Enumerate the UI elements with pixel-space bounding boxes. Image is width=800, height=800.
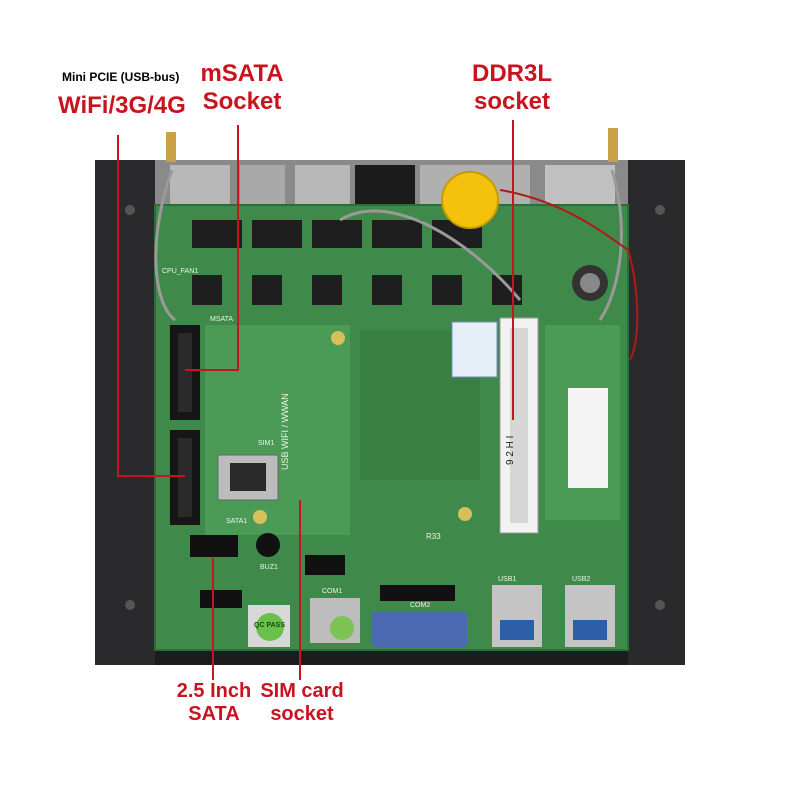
msata-label-line1: mSATA [200, 60, 284, 87]
com2-mark: COM2 [410, 602, 431, 609]
msata-label-line2: Socket [202, 87, 282, 115]
dimm-mark: 9 2 H I [505, 435, 516, 465]
wifi-3g-4g-label: WiFi/3G/4G [58, 92, 186, 119]
ddr3l-label-line1: DDR3L [471, 60, 552, 87]
sim-card-label: SIM card socket [252, 680, 352, 726]
antenna-right [608, 128, 618, 162]
qc-pass-sticker [256, 613, 284, 641]
com1-mark: COM1 [322, 588, 343, 595]
buz-mark: BUZ1 [260, 564, 278, 571]
mini-pcie-label: Mini PCIE (USB-bus) [62, 70, 180, 84]
antenna-left [166, 132, 176, 162]
chassis-left-fins [95, 160, 155, 665]
cpu-fan-mark: CPU_FAN1 [162, 268, 199, 275]
sim-mark: SIM1 [258, 440, 275, 447]
sata-mark: SATA1 [226, 518, 248, 525]
usb1-mark: USB1 [498, 576, 517, 583]
usb-wifi-mark: USB WIFI / WWAN [280, 393, 290, 470]
r33-mark: R33 [426, 532, 441, 541]
cmos-battery [441, 171, 499, 229]
msata-label: mSATA Socket [196, 60, 288, 115]
com-port [372, 612, 467, 647]
sata-connector [190, 535, 238, 557]
chassis-right-fins [628, 160, 685, 665]
sim-label-line1: SIM card [260, 680, 344, 702]
usb2-mark: USB2 [572, 576, 591, 583]
msata-mark: MSATA [210, 316, 234, 323]
ddr3l-label: DDR3L socket [462, 60, 562, 115]
ddr3l-label-line2: socket [473, 87, 551, 115]
wifi-pointer-line [117, 135, 185, 477]
sata-label: 2.5 Inch SATA [160, 680, 268, 726]
sata-label-line1: 2.5 Inch [176, 680, 252, 702]
msata-pointer-line [185, 125, 239, 371]
sata-label-line2: SATA [188, 703, 240, 725]
sim-label-line2: socket [270, 703, 334, 725]
qc-pass-mark: QC PASS [254, 622, 285, 629]
